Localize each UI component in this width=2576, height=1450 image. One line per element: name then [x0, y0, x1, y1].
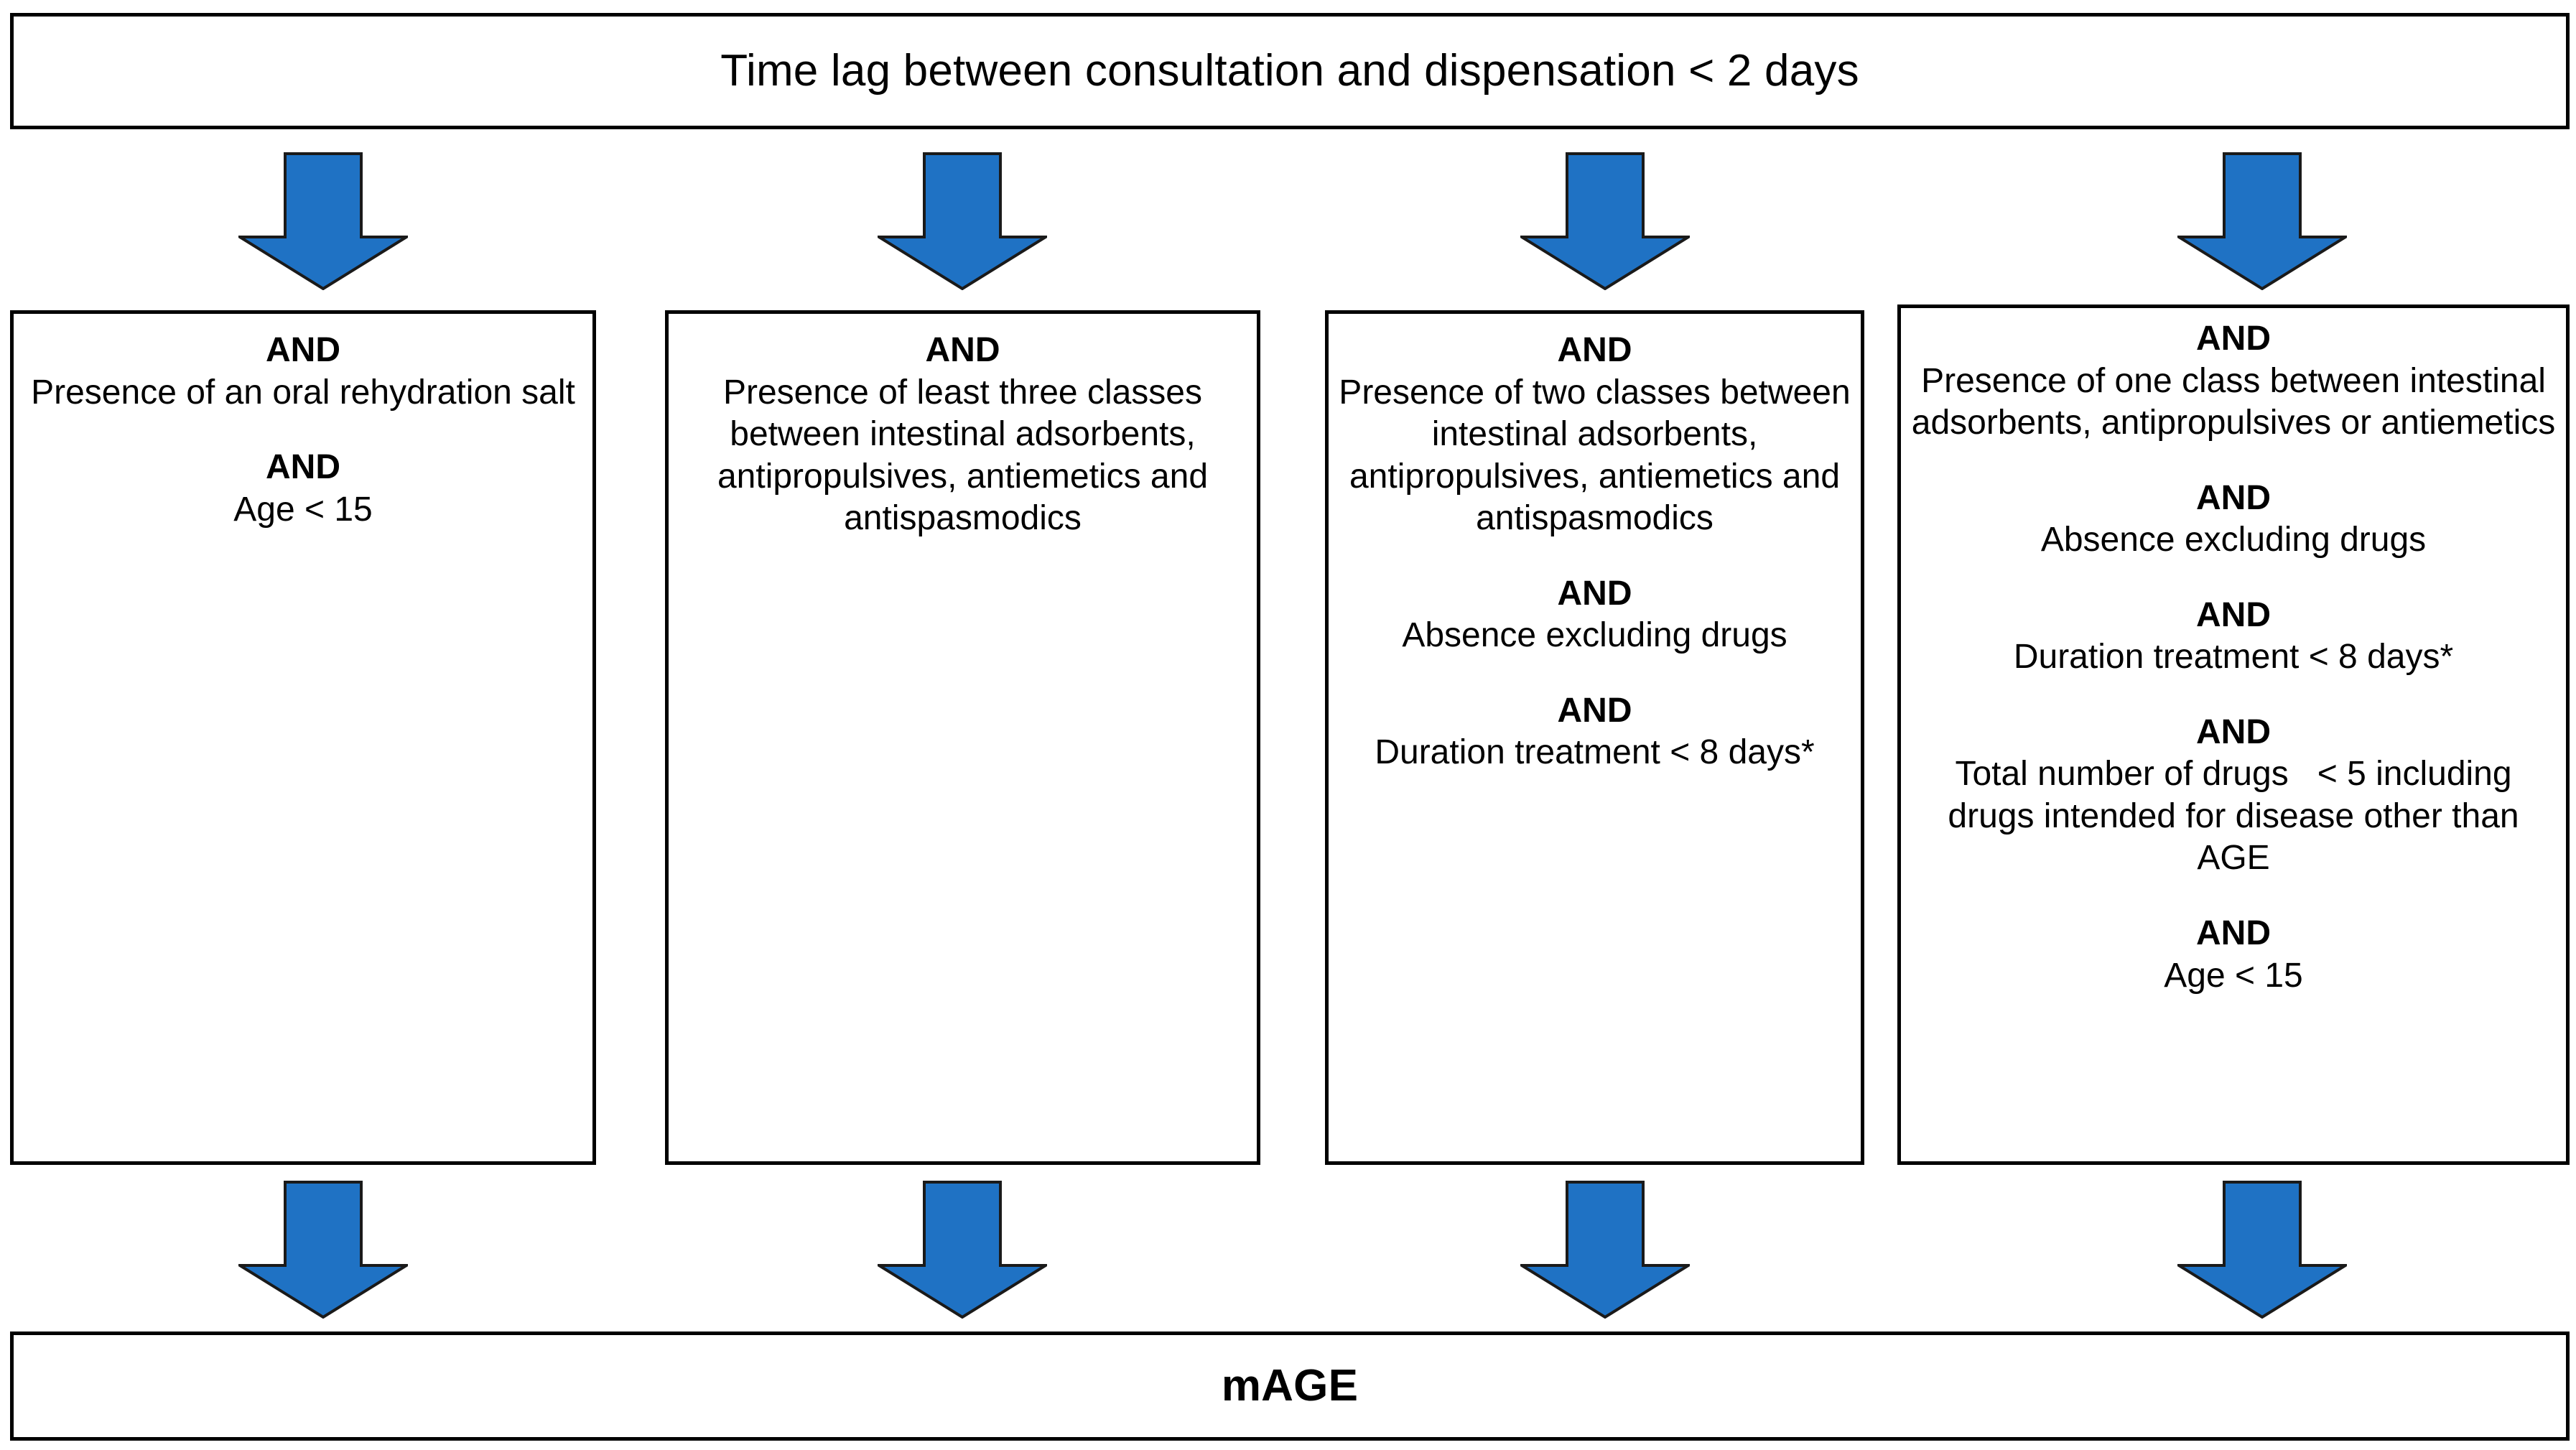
- criteria-group: AND Presence of two classes between inte…: [1337, 330, 1852, 540]
- down-arrow-top-1: [238, 152, 408, 290]
- criteria-group: AND Presence of an oral rehydration salt: [22, 330, 584, 414]
- header-box: Time lag between consultation and dispen…: [10, 13, 2570, 129]
- criterion-text: Absence excluding drugs: [1402, 616, 1787, 655]
- footer-text: mAGE: [1221, 1361, 1359, 1411]
- criterion-text: Presence of one class between intestinal…: [1911, 361, 2556, 442]
- criterion-text: Age < 15: [233, 490, 373, 529]
- down-arrow-top-3: [1520, 152, 1690, 290]
- down-arrow-bottom-4: [2177, 1181, 2347, 1319]
- down-arrow-bottom-1: [238, 1181, 408, 1319]
- footer-box: mAGE: [10, 1332, 2570, 1441]
- criterion-text: Total number of drugs < 5 including drug…: [1948, 755, 2527, 878]
- criteria-box-2: AND Presence of least three classes betw…: [665, 310, 1260, 1165]
- operator-label: AND: [1557, 574, 1632, 613]
- criteria-group: AND Absence excluding drugs: [1337, 573, 1852, 657]
- criteria-group: AND Age < 15: [1910, 913, 2557, 997]
- operator-label: AND: [2196, 320, 2271, 358]
- criteria-box-1: AND Presence of an oral rehydration salt…: [10, 310, 596, 1165]
- criteria-group: AND Presence of least three classes betw…: [677, 330, 1248, 540]
- criterion-text: Presence of least three classes between …: [717, 373, 1218, 538]
- operator-label: AND: [925, 331, 1000, 369]
- criteria-group: AND Total number of drugs < 5 including …: [1910, 712, 2557, 880]
- criterion-text: Absence excluding drugs: [2040, 521, 2427, 559]
- criterion-text: Presence of an oral rehydration salt: [31, 373, 575, 412]
- down-arrow-bottom-3: [1520, 1181, 1690, 1319]
- criterion-text: Duration treatment < 8 days*: [2013, 638, 2454, 677]
- criteria-group: AND Age < 15: [22, 447, 584, 531]
- criteria-group: AND Duration treatment < 8 days*: [1337, 690, 1852, 774]
- down-arrow-bottom-2: [878, 1181, 1047, 1319]
- criteria-box-4: AND Presence of one class between intest…: [1897, 305, 2570, 1165]
- operator-label: AND: [2196, 712, 2271, 751]
- operator-label: AND: [266, 448, 340, 487]
- down-arrow-top-2: [878, 152, 1047, 290]
- operator-label: AND: [1557, 331, 1632, 369]
- criterion-text: Presence of two classes between intestin…: [1339, 373, 1861, 538]
- criteria-group: AND Absence excluding drugs: [1910, 478, 2557, 562]
- header-text: Time lag between consultation and dispen…: [720, 46, 1859, 96]
- criteria-box-3: AND Presence of two classes between inte…: [1325, 310, 1864, 1165]
- down-arrow-top-4: [2177, 152, 2347, 290]
- operator-label: AND: [2196, 595, 2271, 634]
- criterion-text: Age < 15: [2164, 956, 2303, 995]
- operator-label: AND: [2196, 478, 2271, 517]
- criterion-text: Duration treatment < 8 days*: [1375, 733, 1815, 772]
- criteria-group: AND Presence of one class between intest…: [1910, 318, 2557, 445]
- operator-label: AND: [2196, 914, 2271, 953]
- operator-label: AND: [266, 331, 340, 369]
- operator-label: AND: [1557, 691, 1632, 730]
- criteria-group: AND Duration treatment < 8 days*: [1910, 595, 2557, 679]
